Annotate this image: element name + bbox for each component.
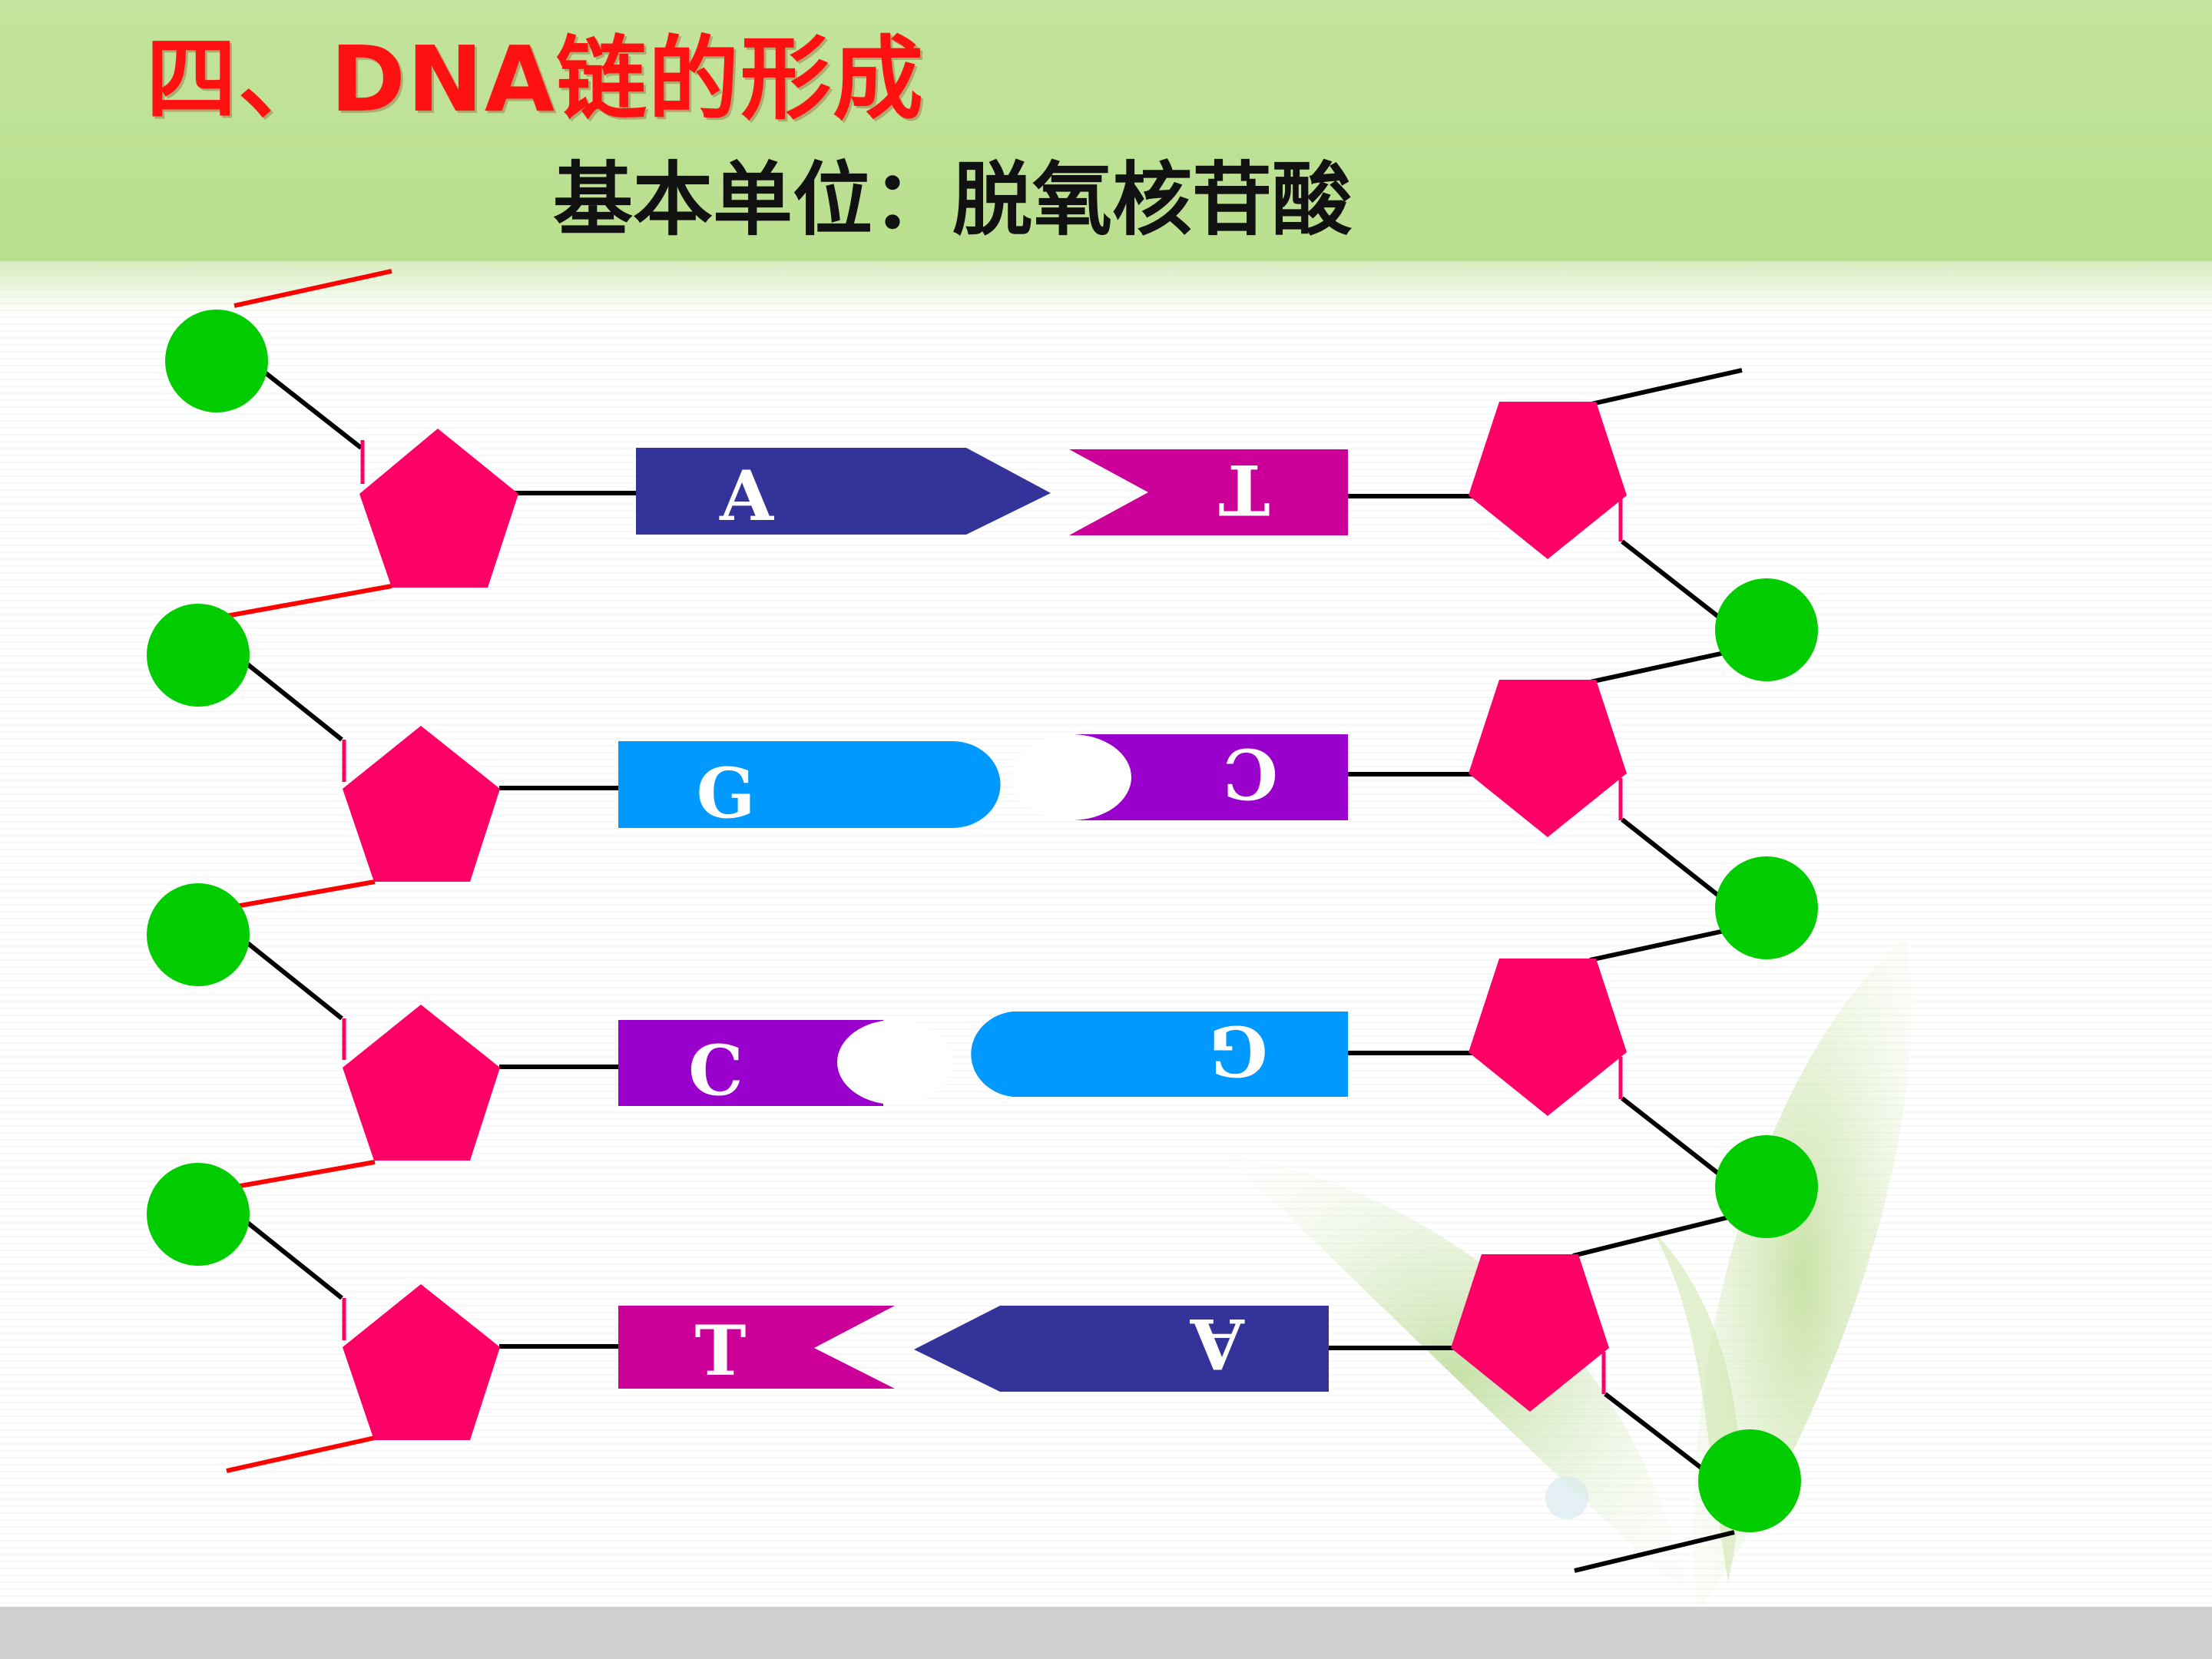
right-base-cytosine: C bbox=[1012, 733, 1348, 820]
left-red-bond-1 bbox=[200, 584, 392, 623]
left-base-thymine: T bbox=[618, 1306, 895, 1392]
right-strand: T C G A bbox=[914, 368, 1818, 1573]
left-top-red-bond bbox=[233, 269, 392, 308]
right-deoxyribose-1 bbox=[1469, 402, 1627, 559]
left-deoxyribose-3 bbox=[343, 1005, 500, 1161]
right-base-guanine: G bbox=[971, 1010, 1348, 1097]
right-base-adenine: A bbox=[914, 1303, 1329, 1392]
left-bottom-red-bond bbox=[226, 1435, 376, 1473]
slide-subtitle: 基本单位：脱氧核苷酸 bbox=[553, 153, 1353, 247]
right-base-label-2: C bbox=[1223, 733, 1278, 814]
right-phosphate-1 bbox=[1715, 578, 1818, 681]
left-base-adenine: A bbox=[636, 448, 1051, 537]
left-base-label-2: G bbox=[697, 753, 756, 834]
right-phosphate-4 bbox=[1698, 1429, 1801, 1532]
left-strand: A G C T bbox=[147, 269, 1051, 1473]
left-base-label-4: T bbox=[695, 1310, 747, 1392]
slide-title: 四、DNA链的形成 bbox=[146, 26, 926, 132]
right-base-label-4: A bbox=[1190, 1303, 1245, 1384]
left-base-label-3: C bbox=[688, 1030, 743, 1111]
left-deoxyribose-4 bbox=[343, 1284, 500, 1440]
header-fade bbox=[0, 261, 2212, 315]
left-phosphate-2 bbox=[147, 604, 250, 707]
left-base-guanine: G bbox=[618, 741, 1001, 834]
left-phosphate-3 bbox=[147, 883, 250, 986]
left-deoxyribose-1 bbox=[359, 429, 518, 588]
left-base-cytosine: C bbox=[618, 1020, 952, 1111]
right-base-thymine: T bbox=[1069, 449, 1348, 535]
left-phosphate-1 bbox=[165, 310, 268, 412]
right-phosphate-3 bbox=[1715, 1135, 1818, 1238]
right-deoxyribose-3 bbox=[1469, 959, 1627, 1116]
left-base-label-1: A bbox=[719, 455, 774, 537]
right-deoxyribose-4 bbox=[1451, 1254, 1609, 1412]
right-deoxyribose-2 bbox=[1469, 680, 1627, 837]
right-base-label-3: G bbox=[1209, 1010, 1268, 1091]
left-phosphate-4 bbox=[147, 1163, 250, 1266]
header-band bbox=[0, 0, 2212, 261]
right-base-label-1: T bbox=[1218, 449, 1270, 530]
left-deoxyribose-2 bbox=[343, 726, 500, 882]
footer-band bbox=[0, 1607, 2212, 1659]
right-phosphate-2 bbox=[1715, 856, 1818, 959]
